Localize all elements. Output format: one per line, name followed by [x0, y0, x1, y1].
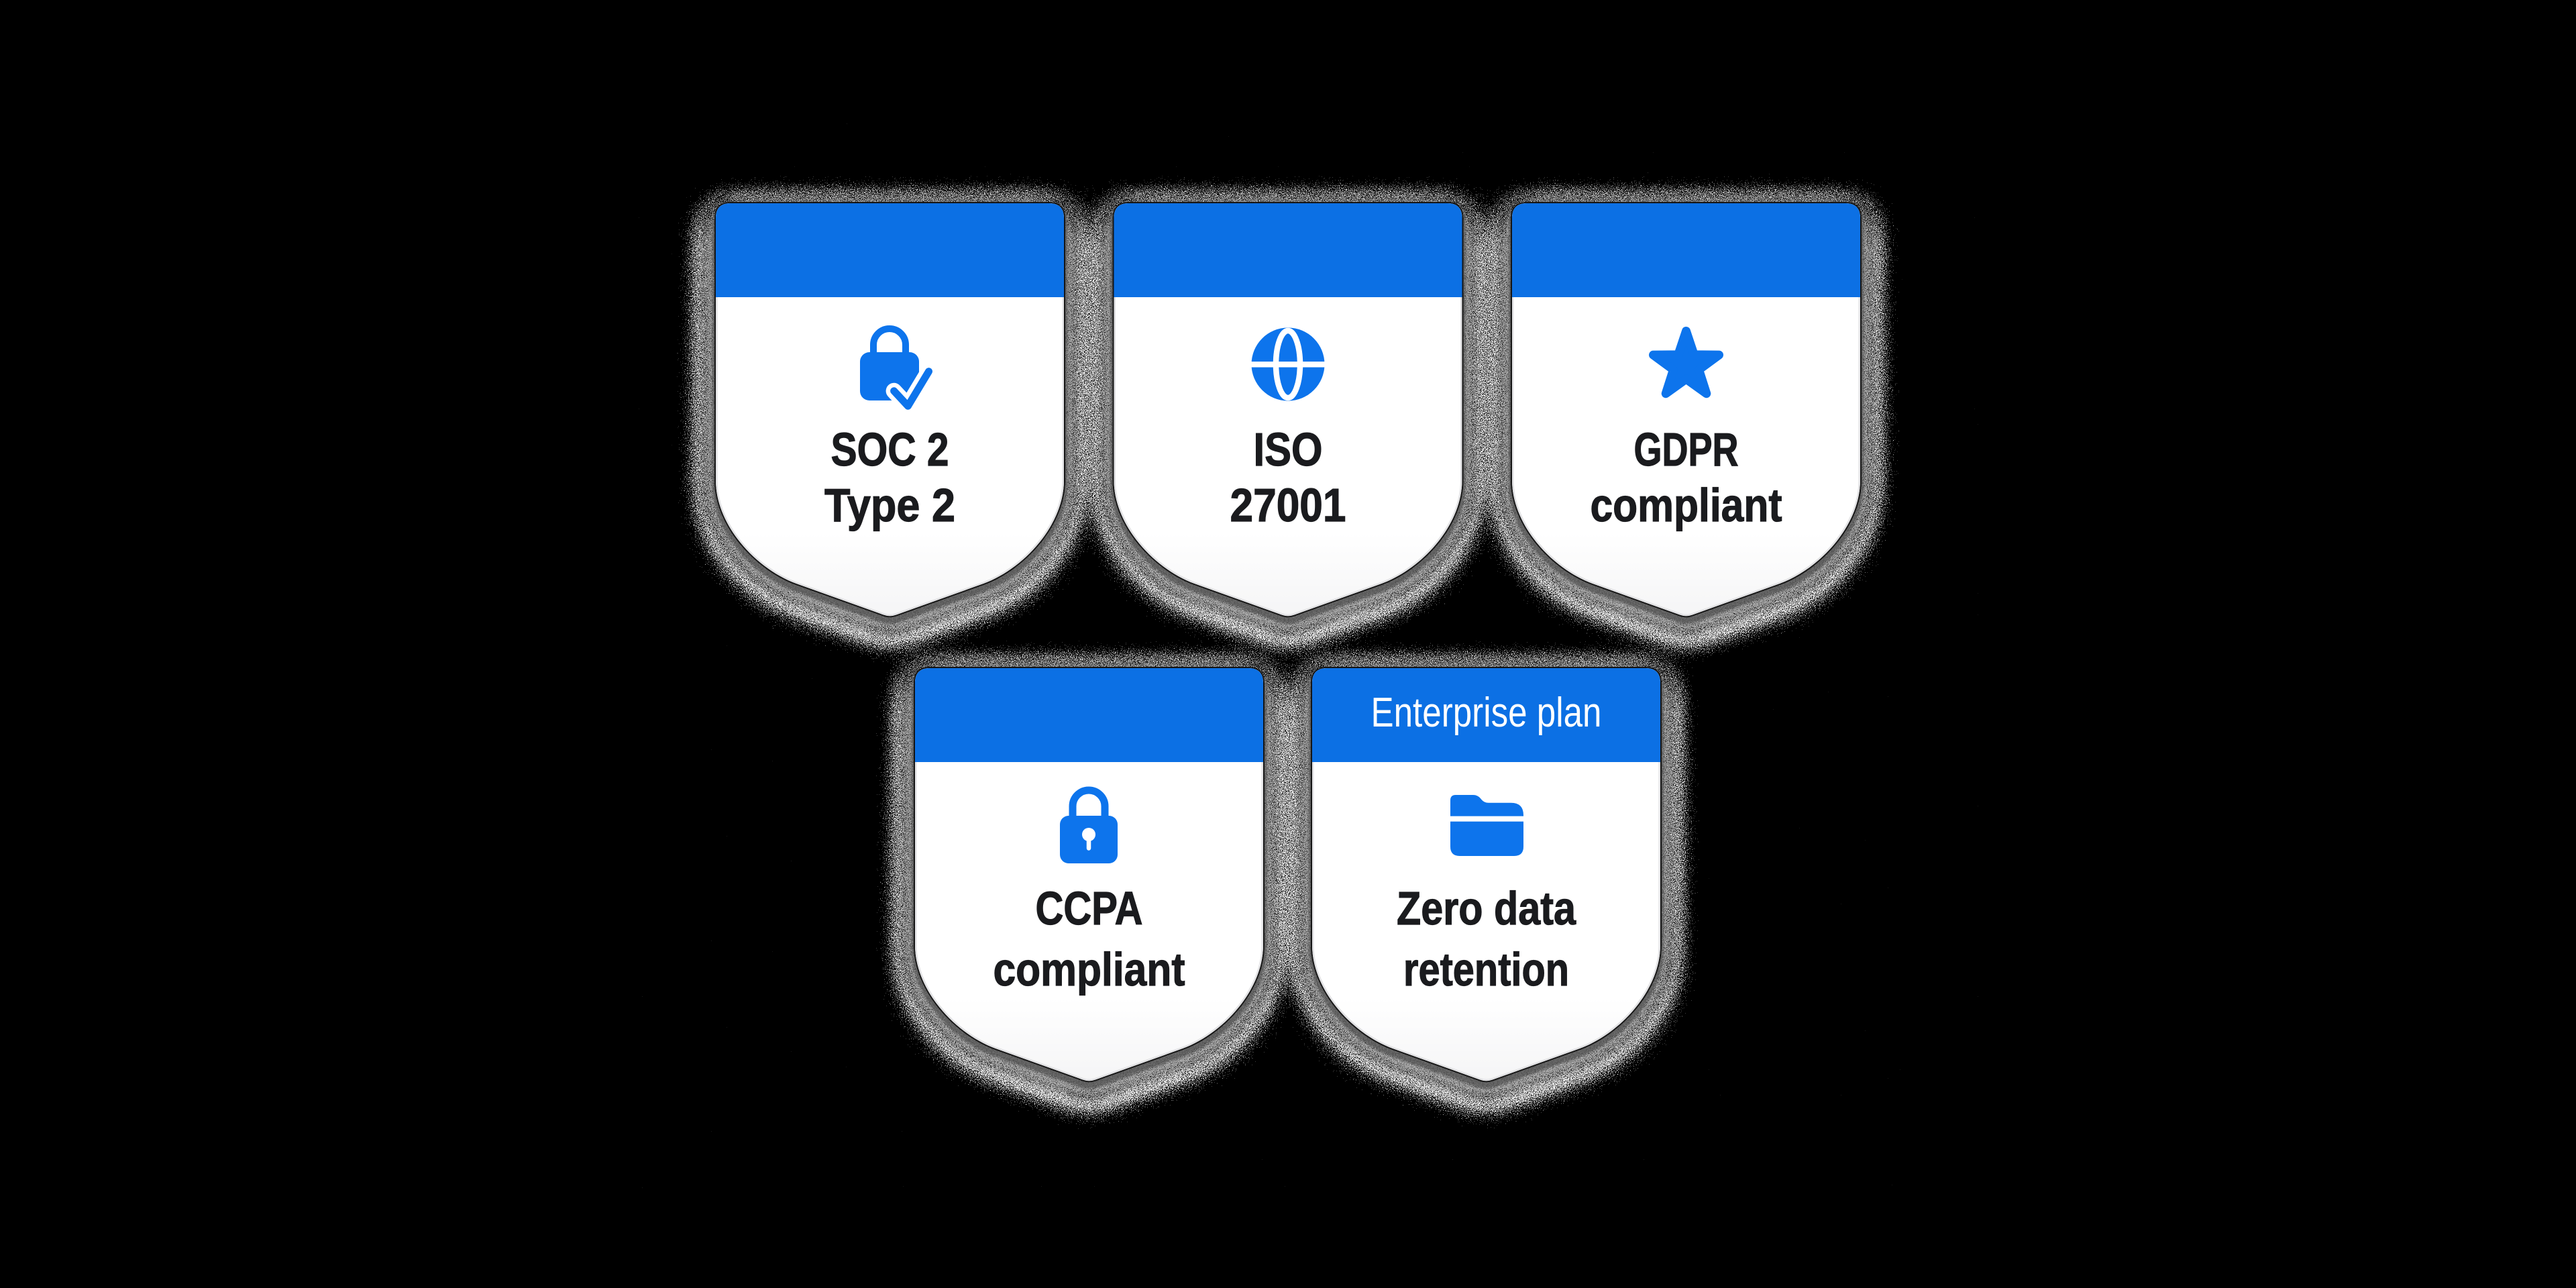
svg-text:Enterprise plan: Enterprise plan — [1371, 690, 1602, 736]
svg-text:CCPA: CCPA — [1036, 882, 1143, 934]
svg-text:ISO: ISO — [1254, 423, 1323, 476]
svg-text:Type 2: Type 2 — [824, 479, 955, 531]
svg-text:GDPR: GDPR — [1634, 423, 1739, 476]
svg-text:compliant: compliant — [994, 943, 1185, 996]
svg-text:27001: 27001 — [1230, 479, 1346, 531]
svg-text:Zero data: Zero data — [1397, 882, 1576, 934]
svg-text:retention: retention — [1403, 943, 1569, 996]
svg-text:SOC 2: SOC 2 — [831, 423, 949, 476]
svg-text:compliant: compliant — [1591, 479, 1782, 531]
